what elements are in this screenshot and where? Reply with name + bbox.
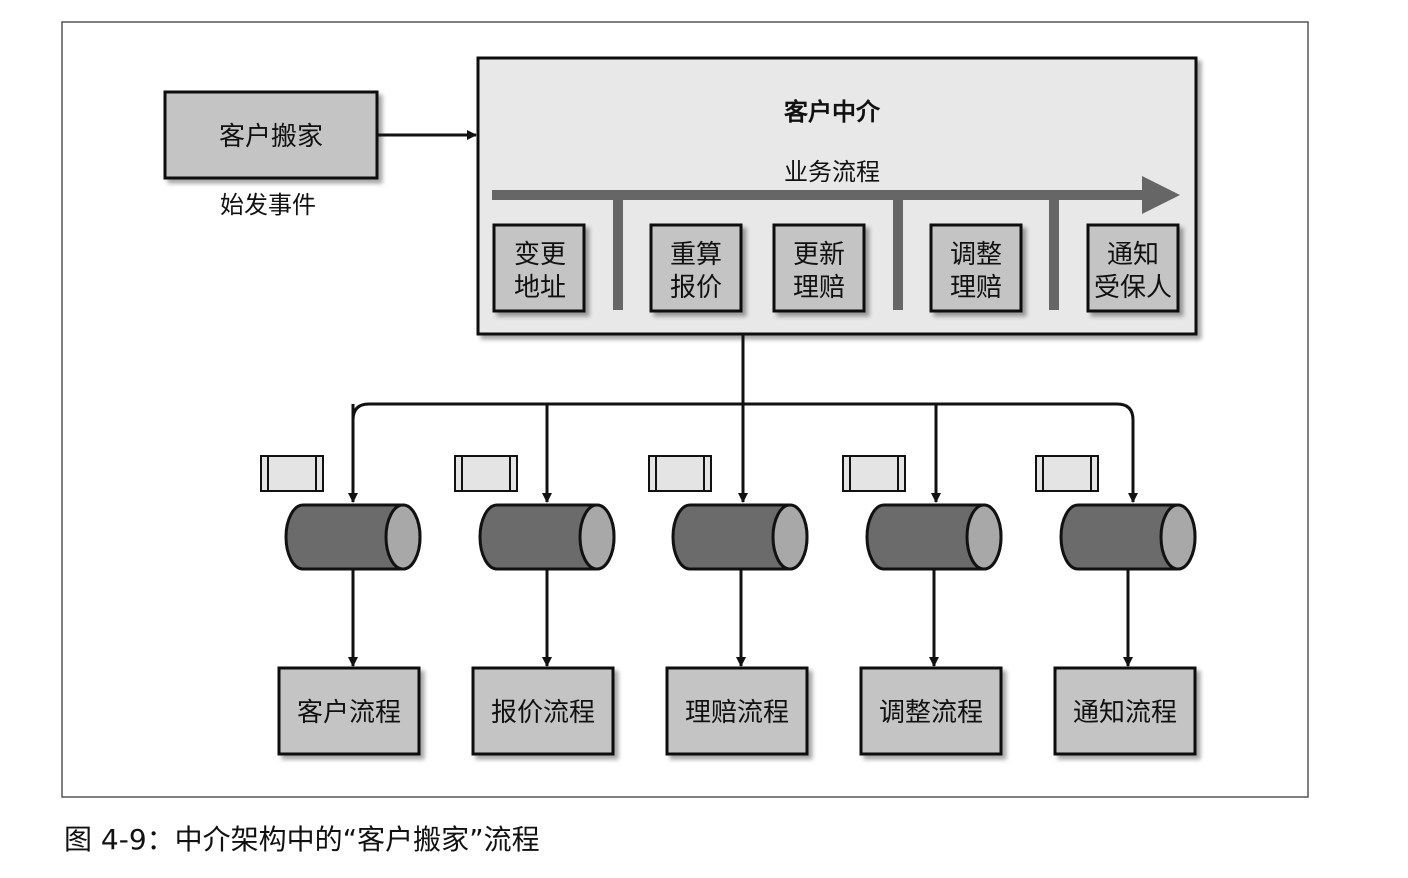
channel-group: 通知流程 <box>1035 455 1197 756</box>
event-message-icon <box>842 455 906 492</box>
event-message-icon <box>648 455 712 492</box>
processor-label: 通知流程 <box>1073 698 1177 728</box>
process-step: 重算 报价 <box>649 223 743 313</box>
processor-box <box>1053 666 1197 756</box>
step-line2: 受保人 <box>1094 273 1172 303</box>
step-line1: 通知 <box>1107 240 1159 270</box>
step-line1: 变更 <box>514 240 566 270</box>
step-line1: 调整 <box>950 240 1002 270</box>
process-step: 调整 理赔 <box>929 223 1023 313</box>
process-label: 业务流程 <box>784 158 880 186</box>
channel-group: 调整流程 <box>842 404 1003 756</box>
processor-box <box>471 666 615 756</box>
figure-caption: 图 4-9：中介架构中的“客户搬家”流程 <box>64 823 540 856</box>
process-step: 更新 理赔 <box>772 223 866 313</box>
mediator: 客户中介 业务流程 变更 地址 重算 报价 更新 理赔 调整 <box>476 56 1198 336</box>
initiating-event-caption: 始发事件 <box>220 191 316 219</box>
processor-box <box>665 666 809 756</box>
event-channel-cylinder <box>284 503 422 571</box>
event-message-icon <box>1035 455 1099 492</box>
step-line1: 更新 <box>793 240 845 270</box>
event-channel-cylinder <box>671 503 809 571</box>
step-line2: 理赔 <box>793 273 845 303</box>
processor-label: 理赔流程 <box>685 698 789 728</box>
processor-label: 调整流程 <box>879 698 983 728</box>
channel-group: 客户流程 <box>260 404 422 756</box>
process-arrow <box>492 176 1180 310</box>
step-line2: 报价 <box>670 273 722 303</box>
event-channel-cylinder <box>478 503 616 571</box>
event-channel-cylinder <box>1059 503 1197 571</box>
initiating-event-box <box>163 90 379 180</box>
initiating-event-label: 客户搬家 <box>219 122 323 152</box>
step-line2: 理赔 <box>950 273 1002 303</box>
process-divider <box>1049 200 1059 310</box>
channel-group: 理赔流程 <box>648 404 809 756</box>
step-line1: 重算 <box>670 240 722 270</box>
process-step: 变更 地址 <box>492 223 586 313</box>
mediator-title: 客户中介 <box>784 98 881 126</box>
processor-box <box>277 666 421 756</box>
initiating-event: 客户搬家 始发事件 <box>163 90 379 219</box>
event-message-icon <box>454 455 518 492</box>
step-line2: 地址 <box>514 273 566 303</box>
process-divider <box>613 200 623 310</box>
process-step: 通知 受保人 <box>1086 223 1180 313</box>
event-message-icon <box>260 455 324 492</box>
processor-label: 客户流程 <box>297 698 401 728</box>
channel-group: 报价流程 <box>454 404 616 756</box>
event-channel-cylinder <box>865 503 1003 571</box>
process-divider <box>893 200 903 310</box>
processor-box <box>859 666 1003 756</box>
processor-label: 报价流程 <box>491 698 595 728</box>
